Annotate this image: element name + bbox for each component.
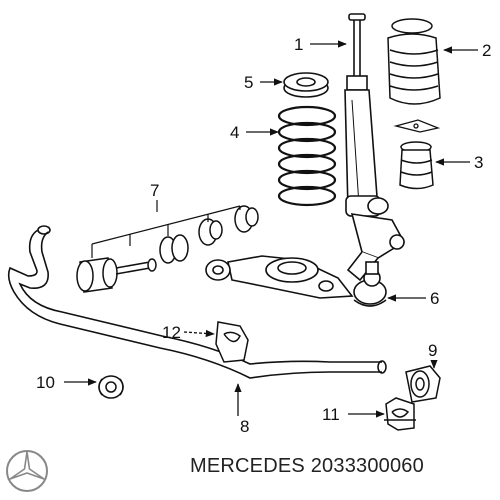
- shock-absorber: [344, 13, 389, 217]
- bushing-kit: [76, 205, 259, 293]
- part-number: 2033300060: [310, 455, 424, 477]
- mercedes-star-logo: [6, 450, 48, 492]
- callout-1: 1: [294, 35, 303, 54]
- callout-8: 8: [240, 417, 249, 436]
- bump-stop: [399, 141, 434, 190]
- stabilizer-bushing: [405, 365, 441, 403]
- bushing-kit-bracket: [91, 200, 241, 258]
- callout-5: 5: [244, 73, 253, 92]
- lower-control-arm: [205, 255, 354, 299]
- ball-joint: [353, 261, 387, 307]
- callout-3: 3: [474, 153, 483, 172]
- dust-boot: [387, 18, 441, 105]
- part-caption: MERCEDES 2033300060: [190, 455, 424, 478]
- callout-arrows: [64, 40, 478, 418]
- callout-10: 10: [36, 373, 55, 392]
- steering-knuckle: [346, 213, 406, 282]
- callout-7: 7: [150, 181, 159, 200]
- callout-9: 9: [428, 341, 437, 360]
- mount-bracket: [393, 119, 441, 133]
- spring-seat: [283, 72, 329, 98]
- coil-spring: [277, 105, 337, 207]
- stabilizer-clamp: [384, 397, 416, 431]
- callout-11: 11: [322, 405, 340, 424]
- stabilizer-bracket: [215, 321, 249, 363]
- link-bushing: [98, 375, 124, 399]
- callout-12: 12: [162, 323, 181, 342]
- callout-4: 4: [230, 123, 239, 142]
- arrow-12: [183, 329, 215, 338]
- stabilizer-bar: [7, 225, 387, 379]
- callout-2: 2: [482, 41, 491, 60]
- brand-label: MERCEDES: [190, 455, 305, 477]
- callout-6: 6: [430, 289, 439, 308]
